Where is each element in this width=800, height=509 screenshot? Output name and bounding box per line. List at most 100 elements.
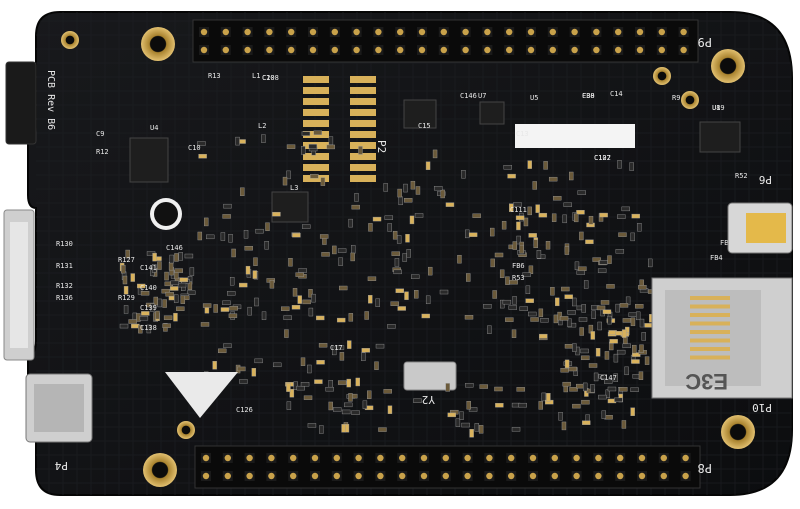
smd-part xyxy=(543,161,548,170)
smd-part xyxy=(338,257,343,266)
header-pin-pad xyxy=(309,28,317,36)
serial-pad xyxy=(303,109,329,116)
header-pin-pad xyxy=(420,472,428,480)
smd-part xyxy=(495,403,504,408)
smd-part xyxy=(601,410,607,419)
header-pin-pad xyxy=(222,46,229,54)
smd-part xyxy=(152,252,157,262)
smd-part xyxy=(492,290,497,299)
smd-part xyxy=(572,403,581,409)
header-pin-pad xyxy=(660,472,667,480)
smd-part xyxy=(311,293,316,303)
sd-contact xyxy=(690,355,730,360)
smd-part xyxy=(615,303,620,313)
smd-part xyxy=(509,279,518,285)
smd-part xyxy=(173,294,179,303)
smd-part xyxy=(151,264,157,273)
smd-part xyxy=(220,232,226,241)
designator-r_left2: R129 xyxy=(118,294,135,302)
smd-part xyxy=(410,180,416,190)
smd-part xyxy=(490,258,495,268)
smd-part xyxy=(613,353,619,363)
header-pin-pad xyxy=(331,28,338,36)
smd-part xyxy=(472,213,481,218)
smd-part xyxy=(213,304,218,313)
smd-part xyxy=(252,270,258,279)
header-pin-pad xyxy=(636,28,644,36)
smd-part xyxy=(307,423,317,428)
smd-part xyxy=(527,160,532,169)
header-p8 xyxy=(194,445,701,489)
smd-part xyxy=(596,305,606,311)
header-pin-pad xyxy=(377,454,384,462)
smd-part xyxy=(641,332,646,341)
smd-part xyxy=(397,188,402,198)
smd-part xyxy=(494,252,504,258)
smd-part xyxy=(413,398,422,403)
smd-part xyxy=(337,380,347,385)
header-pin-pad xyxy=(462,46,469,54)
smd-part xyxy=(564,359,570,369)
header-pin-pad xyxy=(375,46,382,54)
label-area xyxy=(515,124,635,148)
header-pin-pad xyxy=(268,454,275,462)
component-designators: C20C122U8FB8R52C111C17C126R127R129C146C1… xyxy=(56,72,748,414)
smd-part xyxy=(169,254,174,264)
smd-part xyxy=(397,306,406,311)
smd-part xyxy=(576,270,586,275)
smd-part xyxy=(527,206,532,216)
smd-part xyxy=(613,373,618,382)
smd-part xyxy=(562,214,567,224)
smd-part xyxy=(630,387,639,392)
smd-part xyxy=(588,363,598,368)
header-pin-pad xyxy=(573,454,580,462)
smd-part xyxy=(415,186,421,195)
designator-fb_right: FB8 xyxy=(582,92,595,100)
smd-part xyxy=(326,144,335,150)
smd-part xyxy=(176,306,185,311)
smd-part xyxy=(607,386,617,392)
smd-part xyxy=(519,306,528,311)
designator-r_left3: R130 xyxy=(56,240,73,248)
smd-part xyxy=(348,393,353,402)
smd-part xyxy=(630,317,636,327)
smd-part xyxy=(354,193,359,202)
header-pin-pad xyxy=(331,46,338,54)
serial-pad xyxy=(303,153,329,160)
designator-c_left4: C139 xyxy=(140,304,157,312)
smd-part xyxy=(598,374,607,379)
header-pin-pad xyxy=(399,454,406,462)
smd-part xyxy=(367,390,372,399)
smd-part xyxy=(621,206,630,212)
smd-part xyxy=(325,386,334,392)
smd-part xyxy=(637,223,642,232)
smd-part xyxy=(227,291,236,296)
smd-part xyxy=(561,421,567,431)
smd-part xyxy=(300,357,306,366)
smd-part xyxy=(387,405,393,414)
smd-part xyxy=(545,241,551,250)
designator-c_left5: C138 xyxy=(140,324,157,332)
smd-part xyxy=(128,319,137,324)
smd-part xyxy=(597,321,602,331)
serial-pad xyxy=(350,164,376,171)
smd-part xyxy=(286,401,292,410)
chip-u4 xyxy=(129,137,169,183)
smd-part xyxy=(198,153,207,159)
designator-r_u4b: R13 xyxy=(208,72,221,80)
designator-c_fb4: FB4 xyxy=(710,254,723,262)
smd-part xyxy=(243,230,249,239)
smd-part xyxy=(505,276,510,285)
header-pin-pad xyxy=(202,472,210,480)
smd-part xyxy=(414,290,419,299)
serial-pad xyxy=(303,164,329,171)
smd-part xyxy=(455,418,461,427)
smd-part xyxy=(316,315,325,321)
smd-part xyxy=(197,231,203,241)
sd-contact xyxy=(690,304,730,309)
smd-part xyxy=(284,329,289,338)
smd-part xyxy=(316,360,325,365)
smd-part xyxy=(617,160,622,169)
smd-part xyxy=(179,277,189,283)
designator-c_left: C146 xyxy=(166,244,183,252)
